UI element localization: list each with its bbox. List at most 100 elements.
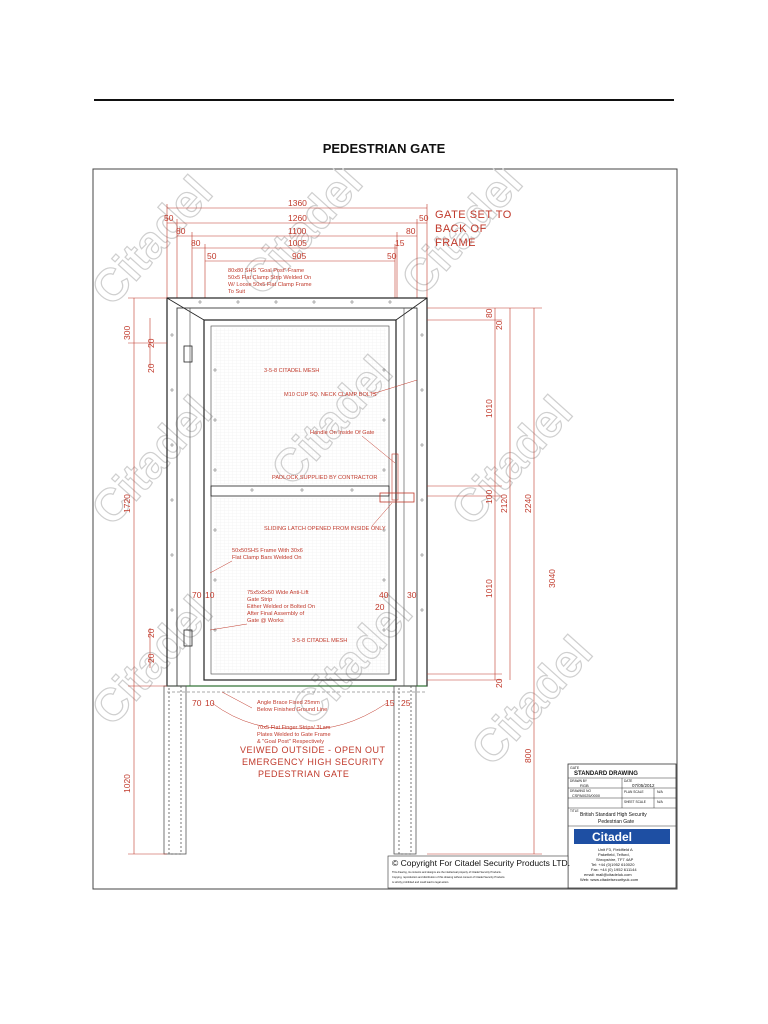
dim-1720: 1720 — [122, 494, 132, 513]
tb-address: Shropshire, TF7 4AP — [596, 857, 634, 862]
copyright-fine-print: Copying, reproduction and distribution o… — [392, 875, 505, 879]
dim-20-a: 20 — [146, 338, 156, 348]
tb-date-label: DATE — [624, 779, 632, 783]
dim-1360: 1360 — [288, 198, 307, 208]
tb-title-label: TITLE — [570, 809, 579, 813]
bolt-markers — [170, 300, 424, 632]
dim-15-b: 15 — [385, 698, 395, 708]
tb-date-value: 07/05/2012 — [632, 783, 655, 788]
dim-15: 15 — [395, 238, 405, 248]
note-anti-lift: Gate Strip — [247, 597, 272, 603]
dim-70-a: 70 — [192, 590, 202, 600]
note-strips: Plates Welded to Gate Frame — [257, 732, 331, 738]
leader-frame — [209, 560, 233, 574]
dim-80-right-v: 80 — [484, 308, 494, 318]
note-padlock: PADLOCK SUPPLIED BY CONTRACTOR — [272, 475, 377, 481]
note-goal-post: 80x80 SHS "Goal Post" Frame — [228, 268, 304, 274]
dim-20-d: 20 — [146, 653, 156, 663]
ground-line — [167, 685, 427, 693]
note-gate-set: GATE SET TO — [435, 209, 512, 221]
tb-plan-scale: PLAN SCALE — [624, 790, 644, 794]
note-anti-lift: 75x5x5x50 Wide Anti-Lift — [247, 590, 309, 596]
top-dimensions — [166, 204, 428, 298]
copyright-box — [387, 855, 569, 889]
note-strips: 70x5 Flat Finger Strips/ 3Lam — [257, 725, 331, 731]
page-title: PEDESTRIAN GATE — [322, 141, 446, 156]
dim-10-a: 10 — [205, 590, 215, 600]
tb-drawn-value: RGB — [580, 783, 589, 788]
tb-address: Pakefield, Telford, — [598, 852, 630, 857]
dim-50-right: 50 — [419, 213, 429, 223]
tb-drawing-value: CSPA0025/0000 — [572, 794, 600, 798]
dim-20-b: 20 — [146, 363, 156, 373]
leader-anti-lift — [209, 623, 248, 631]
copyright-fine-print: This drawing, its contents and designs a… — [392, 870, 502, 874]
tb-web: Web: www.citadelsecurityuk.com — [580, 877, 639, 882]
tb-title-line: British Standard High Security — [580, 812, 647, 818]
dim-1005: 1005 — [288, 238, 307, 248]
dim-20-c: 20 — [146, 628, 156, 638]
note-goal-post: To Suit — [228, 289, 246, 295]
leader-latch — [371, 502, 393, 527]
leader-handle — [361, 435, 396, 464]
dim-80-right: 80 — [406, 226, 416, 236]
copyright-line: © Copyright For Citadel Security Product… — [392, 858, 570, 868]
tb-drawing-label: DRAWING NO — [570, 789, 591, 793]
note-strips: & "Goal Post" Respectively — [257, 739, 324, 745]
dim-1010-bottom: 1010 — [484, 579, 494, 598]
note-frame: 50x50SHS Frame With 30x6 — [232, 548, 303, 554]
dim-1020: 1020 — [122, 774, 132, 793]
view-caption: VEIWED OUTSIDE - OPEN OUT — [240, 745, 386, 755]
note-mesh-top: 3-5-8 CITADEL MESH — [264, 368, 319, 374]
tb-drawn-label: DRAWN BY — [570, 779, 588, 783]
note-anti-lift: Gate @ Works — [247, 618, 284, 624]
note-anti-lift: Either Welded or Bolted On — [247, 604, 315, 610]
dim-80-inner: 80 — [191, 238, 201, 248]
dim-70-b: 70 — [192, 698, 202, 708]
tb-standard-drawing: STANDARD DRAWING — [574, 771, 638, 777]
tb-gate-label: GATE — [570, 766, 580, 770]
note-gate-set: FRAME — [435, 237, 476, 249]
dim-2120: 2120 — [499, 494, 509, 513]
dim-40: 40 — [379, 590, 389, 600]
dim-1260: 1260 — [288, 213, 307, 223]
dim-20-mid: 20 — [375, 602, 385, 612]
tb-tel: Tel: +44 (0)1952 610020 — [591, 862, 635, 867]
note-mesh-bottom: 3-5-8 CITADEL MESH — [292, 638, 347, 644]
dim-25: 25 — [401, 698, 411, 708]
right-dimensions — [427, 307, 542, 855]
dim-100: 100 — [484, 490, 494, 504]
dim-3040: 3040 — [547, 569, 557, 588]
dim-10-b: 10 — [205, 698, 215, 708]
note-frame: Flat Clamp Bars Welded On — [232, 555, 302, 561]
dim-50-inner-left: 50 — [207, 251, 217, 261]
foundation-posts — [163, 685, 417, 855]
note-bolts: M10 CUP SQ. NECK CLAMP BOLTS — [284, 392, 377, 398]
dim-30: 30 — [407, 590, 417, 600]
view-caption: EMERGENCY HIGH SECURITY — [242, 757, 384, 767]
note-anti-lift: After Final Assembly of — [247, 611, 305, 617]
dim-1100: 1100 — [288, 226, 307, 236]
title-block — [567, 763, 677, 889]
leader-bolts — [371, 379, 418, 395]
citadel-logo: Citadel — [592, 830, 632, 844]
top-divider-rule — [94, 99, 674, 101]
gate-drawing: Citadel Citadel Citadel Citadel Citadel … — [92, 168, 678, 890]
tb-na-2: N/A — [657, 800, 664, 804]
view-caption: PEDESTRIAN GATE — [258, 769, 349, 779]
dim-20-right-bottom: 20 — [494, 678, 504, 688]
goal-post-frame — [166, 297, 428, 687]
left-dimensions — [128, 297, 167, 855]
note-gate-set: BACK OF — [435, 223, 487, 235]
tb-title-line: Pedestrian Gate — [598, 819, 634, 825]
tb-fax: Fax: +44 (0) 1952 611144 — [591, 867, 637, 872]
leader-brace — [221, 691, 253, 709]
dim-300: 300 — [122, 326, 132, 340]
leader-strips — [211, 702, 388, 729]
dim-1010-top: 1010 — [484, 399, 494, 418]
dim-80-left: 80 — [176, 226, 186, 236]
tb-sheet-scale: SHEET SCALE — [624, 800, 646, 804]
dim-50-inner-right: 50 — [387, 251, 397, 261]
note-latch: SLIDING LATCH OPENED FROM INSIDE ONLY — [264, 526, 386, 532]
dim-50-left: 50 — [164, 213, 174, 223]
